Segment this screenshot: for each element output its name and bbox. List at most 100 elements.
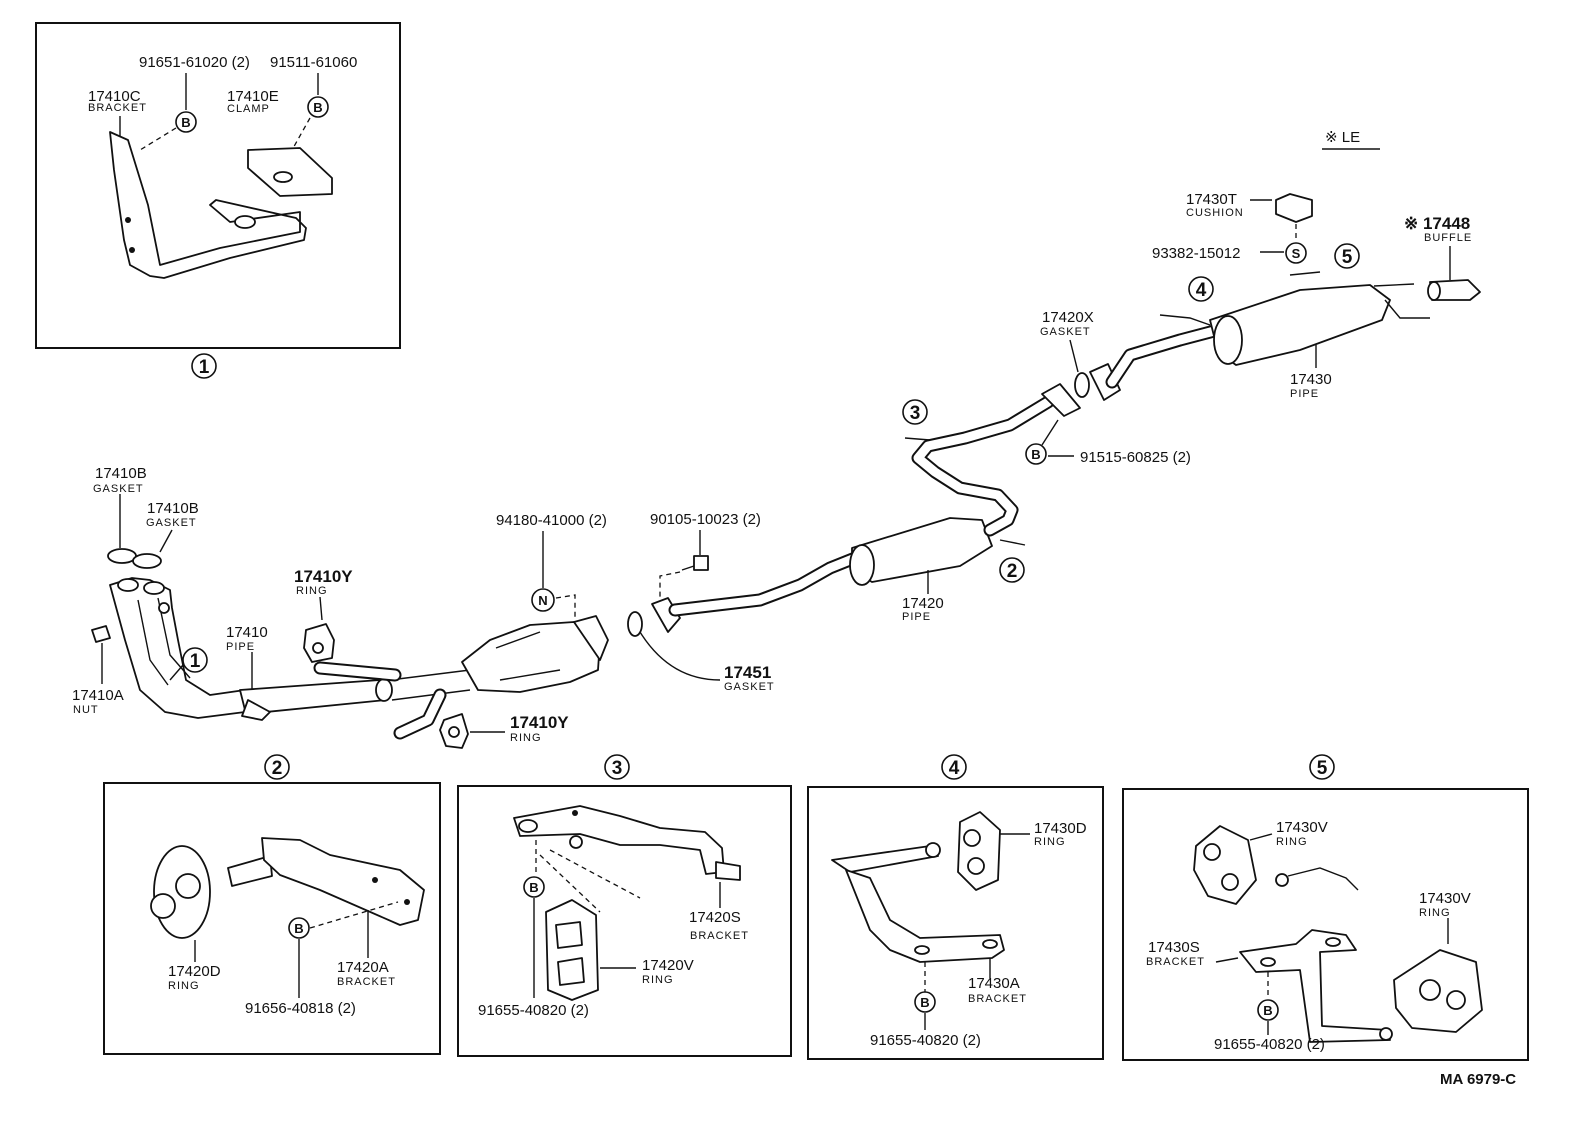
dashed-leader bbox=[139, 127, 177, 151]
bracket-stud bbox=[569, 835, 583, 849]
index-5-marker bbox=[1309, 754, 1335, 780]
front-pipe-17410-drawing bbox=[109, 577, 246, 719]
variant-note: ※ LE bbox=[1325, 129, 1360, 146]
gasket-17420x-number: 17420X bbox=[1042, 309, 1094, 326]
ring-17430d-drawing bbox=[957, 811, 1001, 891]
ring-hole bbox=[448, 726, 460, 738]
bracket-hole bbox=[404, 899, 410, 905]
gasket-17410b-drawing bbox=[132, 553, 162, 569]
detail-5-bracket-name: BRACKET bbox=[1146, 956, 1205, 968]
detail-3-ring-number: 17420V bbox=[642, 957, 694, 974]
detail-2-bracket-name: BRACKET bbox=[337, 976, 396, 988]
detail-5-panel: 5 17430V RING 17430S BRACKET B 91655-408… bbox=[1122, 754, 1529, 1061]
ring-hole bbox=[150, 893, 176, 919]
stud-s-symbol-text: S bbox=[1292, 246, 1301, 261]
manifold-stud bbox=[158, 602, 170, 614]
leader-line bbox=[1215, 957, 1239, 963]
nut-n-symbol-text: N bbox=[538, 593, 547, 608]
bolt-b-symbol bbox=[914, 991, 936, 1013]
bolt-b-symbol bbox=[288, 917, 310, 939]
gasket-17410b-name: GASKET bbox=[93, 483, 144, 495]
ring-17430v-upper-drawing bbox=[1193, 825, 1257, 905]
index-3-callout-text: 3 bbox=[910, 403, 921, 424]
detail-3-ring-name: RING bbox=[642, 974, 674, 986]
detail-2-panel: 2 B 17420D RING 17420A BRACKET 91656-408… bbox=[103, 754, 441, 1055]
bracket-hole bbox=[1325, 937, 1341, 947]
hanger-rod bbox=[999, 539, 1026, 546]
bracket-hole bbox=[372, 877, 378, 883]
detail-4-ring-number: 17430D bbox=[1034, 820, 1087, 837]
leader-line bbox=[319, 596, 323, 621]
bracket-hole bbox=[572, 810, 578, 816]
detail-1-bracket-number: 17410C bbox=[88, 88, 141, 105]
ring-hole bbox=[963, 829, 981, 847]
index-1-text: 1 bbox=[199, 357, 210, 378]
bolt-b-symbol-text: B bbox=[920, 995, 929, 1010]
buffle-number: ※ 17448 bbox=[1404, 214, 1470, 233]
index-2-marker bbox=[264, 754, 290, 780]
detail-1-panel: 91651-61020 (2) 91511-61060 17410C BRACK… bbox=[35, 22, 401, 379]
detail-2-ring-number: 17420D bbox=[168, 963, 221, 980]
bolt-b-symbol-text: B bbox=[529, 880, 538, 895]
nut-number: 17410A bbox=[72, 687, 124, 704]
detail-3-bolt-label: 91655-40820 (2) bbox=[478, 1002, 589, 1019]
ring-top-name: RING bbox=[296, 585, 328, 597]
hanger-rod bbox=[1289, 271, 1321, 276]
leader-line bbox=[1041, 419, 1059, 446]
pipe-contour bbox=[137, 599, 169, 686]
leader-line bbox=[159, 529, 173, 553]
stud-part-label: 93382-15012 bbox=[1152, 245, 1240, 262]
center-pipe-rear-tube bbox=[911, 395, 1055, 537]
bracket-17430s-drawing bbox=[1239, 929, 1391, 1043]
detail-4-ring-name: RING bbox=[1034, 836, 1066, 848]
rod-end bbox=[925, 842, 941, 858]
bolt-b-symbol-text: B bbox=[313, 100, 322, 115]
pipe-contour bbox=[157, 597, 191, 679]
pipe-flange-port bbox=[143, 581, 165, 595]
dashed-leader bbox=[291, 117, 311, 151]
ring-hole bbox=[175, 873, 201, 899]
bolt-b-symbol bbox=[307, 96, 329, 118]
detail-5-bolt-label: 91655-40820 (2) bbox=[1214, 1036, 1325, 1053]
bracket-hole bbox=[518, 819, 538, 833]
detail-1-bolt-a-label: 91651-61020 (2) bbox=[139, 54, 250, 71]
detail-5-ring2-name: RING bbox=[1419, 907, 1451, 919]
stud-s-symbol bbox=[1285, 242, 1307, 264]
bracket-tab bbox=[715, 861, 741, 881]
dashed-leader bbox=[535, 840, 641, 913]
gasket-17420x-name: GASKET bbox=[1040, 326, 1091, 338]
detail-4-panel: 4 17430D RING B 17430A BRACKET 91655-408… bbox=[807, 754, 1104, 1060]
bracket-17420a-rod bbox=[227, 855, 273, 887]
detail-3-bracket-name: BRACKET bbox=[690, 930, 749, 942]
bolt-part-label: 90105-10023 (2) bbox=[650, 511, 761, 528]
bolt-end bbox=[1275, 873, 1289, 887]
cushion-number: 17430T bbox=[1186, 191, 1237, 208]
index-1-callout-text: 1 bbox=[190, 651, 201, 672]
index-2-text: 2 bbox=[272, 758, 283, 779]
detail-3-panel: 3 B 17420V RING 17420S BRACKET 91655-408… bbox=[457, 754, 792, 1057]
center-pipe-name: PIPE bbox=[902, 611, 931, 623]
leader-line bbox=[1249, 833, 1273, 841]
detail-3-frame bbox=[457, 785, 792, 1057]
detail-4-bracket-number: 17430A bbox=[968, 975, 1020, 992]
leader-line bbox=[1069, 339, 1079, 373]
bolt-b-symbol-text: B bbox=[1031, 447, 1040, 462]
bracket-17430a-drawing bbox=[845, 869, 1005, 963]
gasket-17410b-number: 17410B bbox=[95, 465, 147, 482]
main-muffler-end bbox=[1213, 315, 1243, 365]
converter-contour bbox=[495, 631, 561, 681]
bolt-b-symbol-text: B bbox=[181, 115, 190, 130]
ring-bottom-number: 17410Y bbox=[510, 713, 569, 732]
bolt-b-symbol bbox=[175, 111, 197, 133]
converter-flange bbox=[573, 615, 609, 661]
gasket-17410b-2-number: 17410B bbox=[147, 500, 199, 517]
detail-1-frame bbox=[35, 22, 401, 349]
nut-n-symbol bbox=[531, 588, 555, 612]
index-2-callout-text: 2 bbox=[1007, 561, 1018, 582]
index-3-callout bbox=[902, 399, 928, 425]
detail-5-bracket-number: 17430S bbox=[1148, 939, 1200, 956]
detail-4-bolt-label: 91655-40820 (2) bbox=[870, 1032, 981, 1049]
detail-2-bracket-number: 17420A bbox=[337, 959, 389, 976]
bracket-17420s-drawing bbox=[513, 805, 725, 875]
index-5-callout bbox=[1334, 243, 1360, 269]
